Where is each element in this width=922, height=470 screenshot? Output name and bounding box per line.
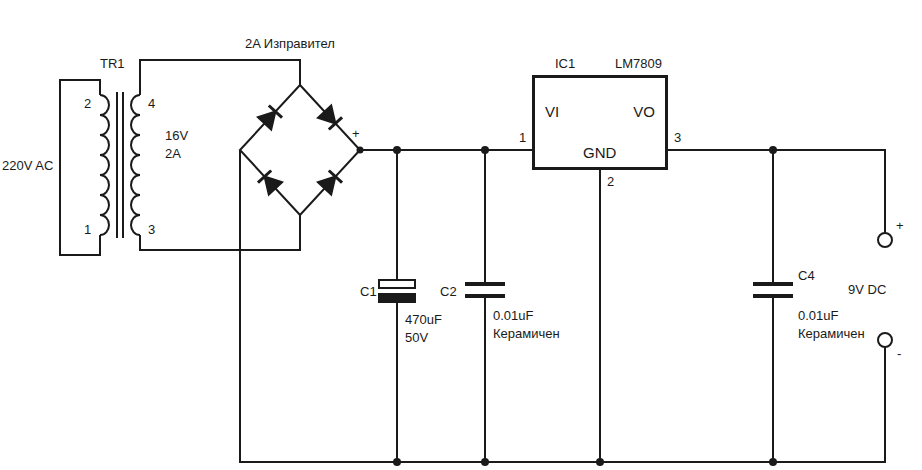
current-rating: 2A [165, 146, 181, 162]
core-line [122, 92, 124, 238]
pin-number: 2 [607, 174, 614, 190]
ceramic-capacitor [753, 282, 793, 286]
part-name: 2A Изправител [245, 36, 335, 52]
part-name: C4 [798, 268, 815, 284]
junction-dot [769, 146, 777, 154]
voltage-rating: 16V [165, 128, 188, 144]
capacitance-value: 0.01uF [493, 308, 533, 324]
diode-symbol [258, 171, 282, 195]
junction-dot [596, 458, 604, 466]
regulator-ic: IC1LM7809VIVOGND [532, 75, 668, 170]
junction-dot [393, 458, 401, 466]
part-name: C1 [360, 284, 377, 300]
junction-dot [357, 147, 364, 154]
pin-name: GND [583, 145, 616, 161]
gnd-wire [599, 170, 601, 462]
polarity-mark: + [896, 218, 904, 234]
polarity-mark: + [352, 126, 360, 142]
cap-lead [484, 150, 486, 284]
cap-lead [772, 150, 774, 284]
part-name: TR1 [100, 56, 125, 72]
core-line [116, 92, 118, 238]
pin-number: 3 [148, 222, 155, 238]
mains-label: 220V AC [2, 158, 53, 174]
capacitor-symbols [379, 280, 793, 302]
polarity-mark: - [897, 346, 901, 362]
electrolytic-capacitor [379, 294, 415, 302]
junction-dot [769, 458, 777, 466]
pin-number: 1 [84, 222, 91, 238]
capacitance-value: 470uF [405, 312, 442, 328]
secondary-wire [140, 215, 300, 250]
dielectric-type: Керамичен [493, 326, 560, 342]
secondary-wire [140, 60, 300, 95]
junction-dot [393, 146, 401, 154]
pin-number: 1 [519, 130, 526, 146]
part-name: IC1 [555, 56, 575, 72]
cap-lead [484, 296, 486, 462]
voltage-rating: 50V [405, 330, 428, 346]
pin-number: 2 [84, 96, 91, 112]
electrolytic-capacitor [379, 280, 415, 288]
bridge-outline [240, 85, 360, 215]
wire-set [60, 60, 885, 462]
terminal-symbol [878, 333, 892, 347]
junction-dots [357, 146, 778, 466]
primary-coil [100, 95, 109, 235]
part-name: C2 [440, 284, 457, 300]
diode-symbol [318, 106, 342, 130]
pin-number: 3 [674, 130, 681, 146]
mains-wire [60, 80, 100, 255]
transformer-symbol [100, 92, 140, 238]
output-voltage: 9V DC [848, 282, 886, 298]
pin-name: VI [545, 104, 559, 120]
ground-rail [240, 150, 885, 462]
pin-number: 4 [148, 96, 155, 112]
diode-symbol [318, 171, 342, 195]
diode-symbol [258, 106, 282, 130]
cap-lead [772, 296, 774, 462]
cap-lead [396, 302, 398, 462]
ceramic-capacitor [753, 294, 793, 298]
bridge-rectifier [258, 106, 342, 195]
input-rail [360, 149, 532, 151]
pin-name: VO [633, 104, 655, 120]
output-rail [668, 150, 885, 233]
capacitance-value: 0.01uF [798, 308, 838, 324]
cap-lead [396, 150, 398, 280]
secondary-coil [131, 95, 140, 235]
junction-dot [481, 458, 489, 466]
junction-dot [481, 146, 489, 154]
ceramic-capacitor [465, 294, 505, 298]
terminal-symbol [878, 233, 892, 247]
part-number: LM7809 [615, 56, 662, 72]
ceramic-capacitor [465, 282, 505, 286]
dielectric-type: Керамичен [798, 326, 865, 342]
